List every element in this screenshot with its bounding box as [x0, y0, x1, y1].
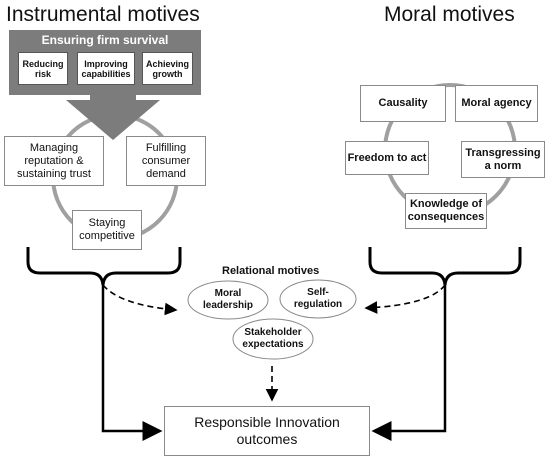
responsible-innovation-outcomes: Responsible Innovation outcomes	[164, 406, 370, 456]
box-freedom-to-act: Freedom to act	[345, 141, 429, 175]
ellipse-self-regulation	[279, 279, 357, 319]
relational-heading: Relational motives	[222, 265, 320, 277]
label-stakeholder-expectations: Stakeholder expectations	[242, 327, 304, 350]
ellipse-moral-leadership	[187, 280, 269, 320]
box-managing-reputation: Managing reputation & sustaining trust	[4, 136, 104, 186]
moral-brace	[368, 247, 522, 286]
box-causality: Causality	[360, 85, 446, 122]
box-transgressing-norm: Transgressing a norm	[461, 141, 545, 178]
box-fulfilling-demand: Fulfilling consumer demand	[126, 136, 206, 186]
sub-box-achieving-growth: Achieving growth	[142, 52, 193, 85]
box-knowledge-of-consequences: Knowledge of consequences	[405, 193, 487, 229]
label-moral-leadership: Moral leadership	[202, 288, 254, 311]
box-moral-agency: Moral agency	[455, 85, 538, 122]
banner-title: Ensuring firm survival	[41, 33, 169, 47]
sub-box-reducing-risk: Reducing risk	[18, 52, 68, 85]
instrumental-brace	[26, 247, 182, 286]
banner-down-arrow	[66, 95, 160, 140]
instrumental-to-relational-arrow	[102, 284, 178, 316]
instrumental-to-outcome-arrow	[101, 285, 163, 441]
box-staying-competitive: Staying competitive	[72, 210, 142, 250]
instrumental-heading: Instrumental motives	[6, 3, 200, 26]
moral-to-relational-arrow	[364, 284, 446, 314]
label-self-regulation: Self- regulation	[293, 287, 343, 310]
ellipse-stakeholder-expectations	[232, 318, 314, 360]
moral-heading: Moral motives	[384, 3, 515, 26]
moral-to-outcome-arrow	[371, 285, 447, 441]
sub-box-improving-capabilities: Improving capabilities	[77, 52, 135, 85]
